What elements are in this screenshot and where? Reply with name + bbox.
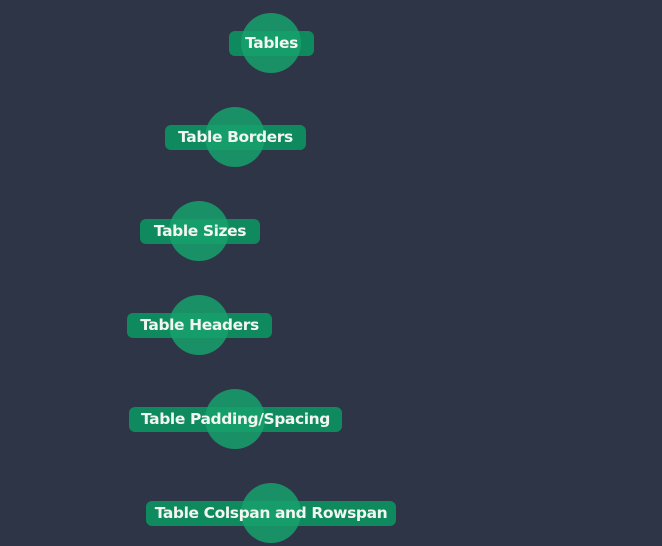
node-circle-marker <box>205 389 265 449</box>
node-label: Table Sizes <box>153 222 247 240</box>
node-circle-marker <box>241 13 301 73</box>
node-circle-marker <box>169 295 229 355</box>
node-circle-marker <box>241 483 301 543</box>
node-label: Table Padding/Spacing <box>141 410 330 428</box>
node-circle-marker <box>169 201 229 261</box>
node-label: Table Headers <box>140 316 259 334</box>
node-label: Table Borders <box>178 128 293 146</box>
node-circle-marker <box>205 107 265 167</box>
node-label: Table Colspan and Rowspan <box>154 504 388 522</box>
node-label: Tables <box>245 34 298 52</box>
